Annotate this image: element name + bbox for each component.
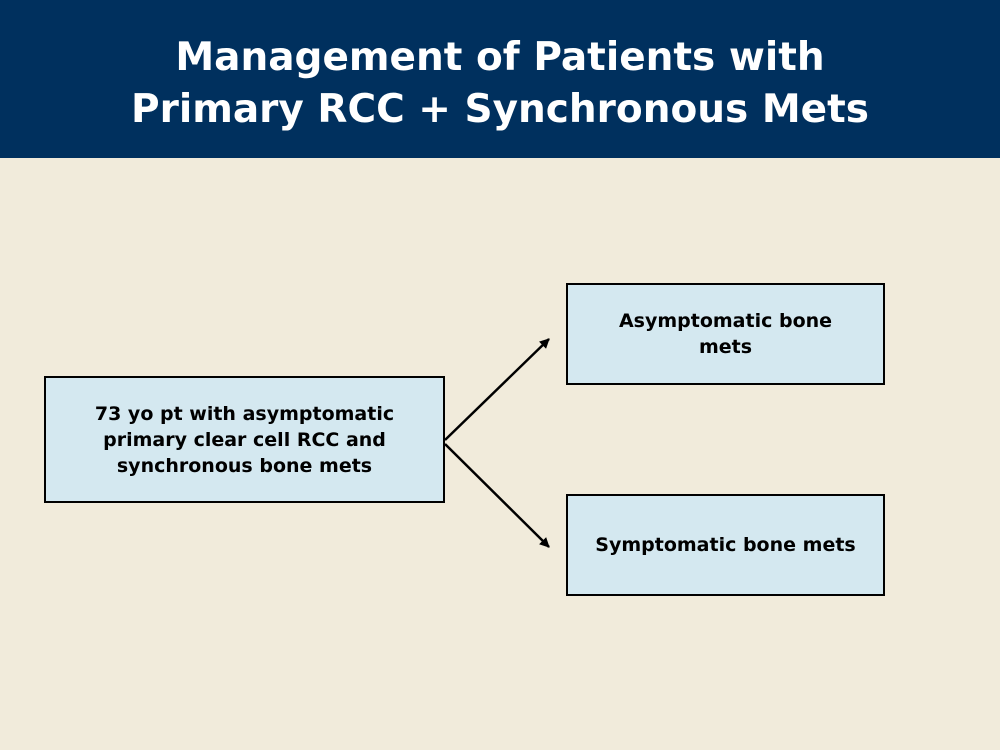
patient-case-text: 73 yo pt with asymptomatic primary clear…	[94, 402, 395, 477]
title-bar: Management of Patients with Primary RCC …	[0, 0, 1000, 158]
arrow-to-symptomatic	[444, 443, 550, 548]
arrow-to-asymptomatic	[444, 338, 550, 441]
asymptomatic-bone-mets-box: Asymptomatic bone mets	[566, 283, 885, 385]
slide-title-line-1: Management of Patients with	[175, 35, 825, 80]
symptomatic-bone-mets-box: Symptomatic bone mets	[566, 494, 885, 596]
symptomatic-bone-mets-text: Symptomatic bone mets	[595, 534, 856, 556]
slide-title-line-2: Primary RCC + Synchronous Mets	[131, 87, 869, 132]
slide-title: Management of Patients with Primary RCC …	[0, 32, 1000, 136]
asymptomatic-bone-mets-text: Asymptomatic bone mets	[618, 310, 833, 358]
patient-case-box: 73 yo pt with asymptomatic primary clear…	[44, 376, 445, 503]
